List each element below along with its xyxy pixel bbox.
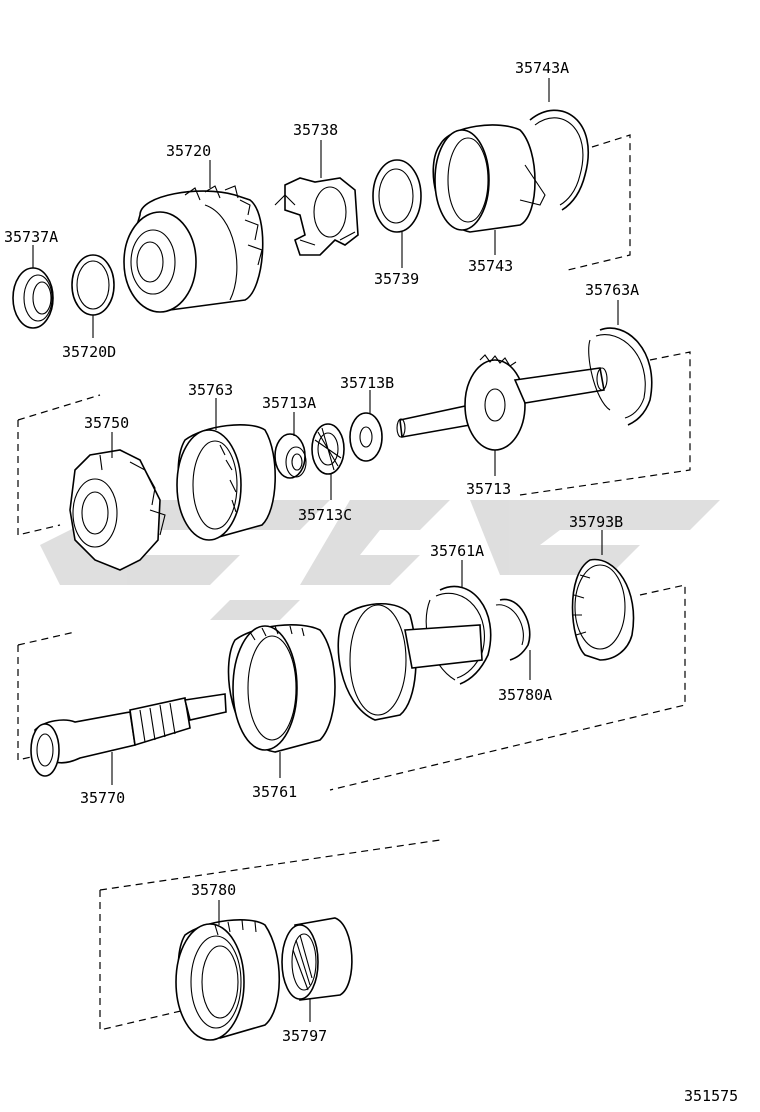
part-35738-retainer [274, 177, 359, 256]
label-35713C: 35713C [298, 506, 352, 524]
part-35797-needle-bearing [281, 917, 353, 1001]
label-35738: 35738 [293, 121, 338, 139]
part-labels: 35743A 35738 35720 35737A 35739 35743 35… [4, 59, 738, 1105]
label-35761A: 35761A [430, 542, 484, 560]
part-35713A-bearing-race [274, 433, 307, 479]
label-35797: 35797 [282, 1027, 327, 1045]
part-35720-clutch-drum [123, 185, 264, 313]
label-35793B: 35793B [569, 513, 623, 531]
figure-number: 351575 [684, 1087, 738, 1105]
part-35739-thrust-washer [372, 159, 422, 233]
assembly-guide-lines [17, 134, 691, 1031]
part-35743-ring-gear [432, 124, 546, 233]
label-35713: 35713 [466, 480, 511, 498]
part-35770-output-shaft [30, 693, 227, 777]
label-35743: 35743 [468, 257, 513, 275]
label-35713B: 35713B [340, 374, 394, 392]
label-35720D: 35720D [62, 343, 116, 361]
label-35770: 35770 [80, 789, 125, 807]
part-35720D-snap-ring [71, 254, 115, 316]
part-35780A-snap-ring [495, 598, 531, 661]
part-35737A-oil-seal [12, 267, 54, 329]
part-35713B-thrust-washer [349, 412, 383, 462]
label-35761: 35761 [252, 783, 297, 801]
part-35763-clutch-hub [176, 424, 276, 541]
label-35763: 35763 [188, 381, 233, 399]
part-35780-one-way-clutch [175, 919, 280, 1041]
label-35743A: 35743A [515, 59, 569, 77]
label-35713A: 35713A [262, 394, 316, 412]
part-35761-ring-gear-drum [227, 603, 483, 753]
label-35763A: 35763A [585, 281, 639, 299]
part-35750-planetary-carrier [69, 449, 166, 571]
leader-lines [32, 78, 619, 1022]
label-35739: 35739 [374, 270, 419, 288]
part-35713C-needle-bearing [311, 423, 345, 475]
label-35780: 35780 [191, 881, 236, 899]
part-35743A-snap-ring [529, 109, 590, 211]
label-35750: 35750 [84, 414, 129, 432]
label-35780A: 35780A [498, 686, 552, 704]
label-35720: 35720 [166, 142, 211, 160]
part-35713-sun-gear-shaft [396, 354, 608, 451]
part-35793B-clutch-plate [571, 558, 635, 661]
part-35763A-snap-ring [588, 327, 653, 426]
label-35737A: 35737A [4, 228, 58, 246]
